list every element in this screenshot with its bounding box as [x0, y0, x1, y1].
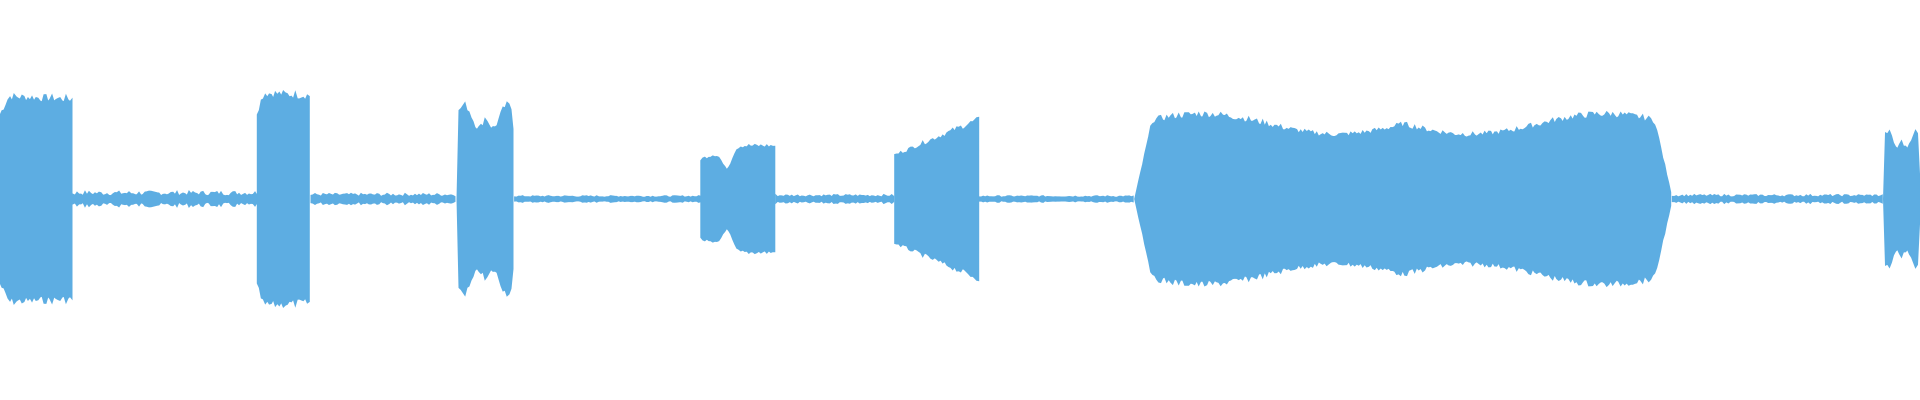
- waveform-sound-burst: [894, 116, 980, 282]
- waveform-sound-burst: [456, 101, 514, 297]
- waveform-silence-segment: [978, 195, 1134, 203]
- waveform-silence-segment: [775, 193, 895, 205]
- waveform-silence-segment: [1671, 193, 1883, 205]
- waveform-regions: [0, 90, 1920, 308]
- waveform-sound-burst: [1882, 129, 1920, 269]
- waveform-sound-burst: [1134, 110, 1672, 288]
- waveform-sound-burst: [0, 93, 73, 305]
- waveform-silence-segment: [310, 192, 456, 206]
- waveform-sound-burst: [700, 143, 776, 255]
- waveform-silence-segment: [514, 195, 702, 203]
- waveform-sound-burst: [256, 90, 310, 308]
